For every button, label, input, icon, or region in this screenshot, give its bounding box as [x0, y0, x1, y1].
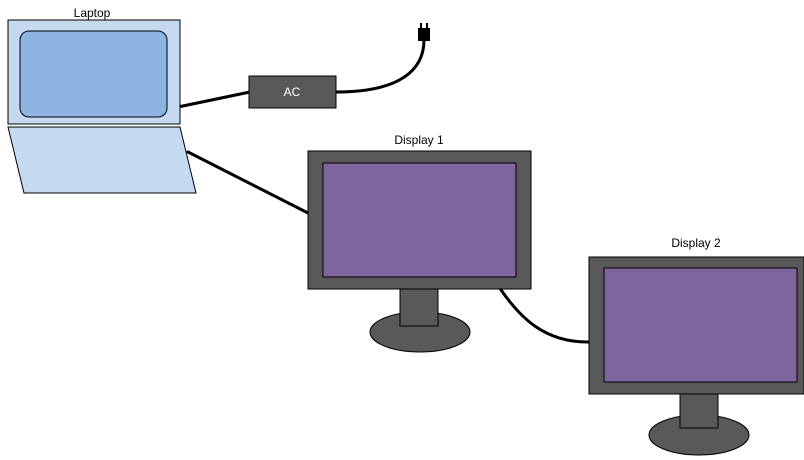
ac-adapter: AC	[248, 75, 337, 109]
display-1-stand	[399, 287, 439, 327]
display-2: Display 2	[588, 236, 804, 456]
display-2-screen	[603, 267, 798, 383]
display-1-label: Display 1	[394, 133, 444, 147]
display1-to-display2-cable	[497, 285, 592, 344]
plug-prong-left	[420, 23, 422, 28]
display-1-screen	[322, 162, 517, 278]
laptop-label: Laptop	[74, 6, 111, 20]
ac-power-cord	[334, 38, 426, 94]
ac-adapter-box	[248, 75, 337, 109]
laptop: Laptop	[7, 6, 197, 194]
display-2-stand	[679, 391, 719, 429]
display-1: Display 1	[307, 133, 532, 353]
display-2-label: Display 2	[671, 236, 721, 250]
ac-adapter-label: AC	[284, 85, 301, 99]
plug-prong-right	[426, 23, 428, 28]
plug-icon	[418, 23, 430, 41]
laptop-to-display1-cable	[186, 150, 312, 216]
laptop-power-cable	[176, 90, 252, 109]
laptop-base	[7, 126, 197, 194]
laptop-screen	[19, 30, 168, 118]
cables	[176, 38, 592, 344]
plug-head	[418, 28, 430, 41]
